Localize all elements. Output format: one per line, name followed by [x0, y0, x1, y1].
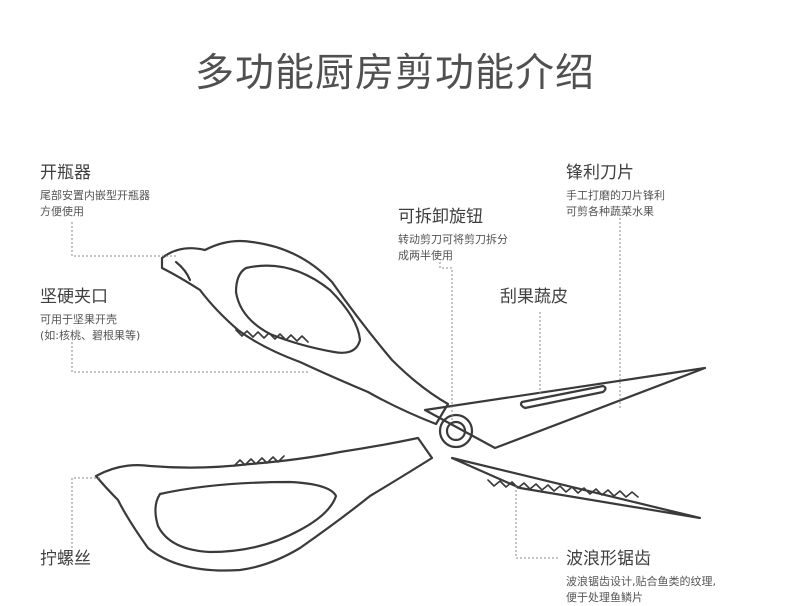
feature-desc-line: 便于处理鱼鳞片: [566, 591, 643, 604]
pivot-knob-inner: [445, 420, 467, 442]
leader-screw: [71, 477, 100, 552]
feature-title: 坚硬夹口: [40, 287, 108, 307]
feature-sharp-blade: 锋利刀片 手工打磨的刀片锋利 可剪各种蔬菜水果: [566, 162, 665, 220]
lower-clamp-teeth: [233, 455, 285, 467]
feature-knob: 可拆卸旋钮 转动剪刀可将剪刀拆分 成两半使用: [398, 206, 508, 264]
leader-serrated: [515, 486, 560, 559]
serrated-teeth: [487, 479, 639, 498]
feature-desc-line: 手工打磨的刀片锋利: [566, 189, 665, 202]
feature-peeler: 刮果蔬皮: [500, 286, 568, 308]
leader-knob: [439, 262, 453, 420]
feature-desc-line: 波浪锯齿设计,贴合鱼类的纹理,: [566, 575, 716, 588]
pivot-knob-outer: [438, 413, 474, 449]
feature-desc-line: 转动剪刀可将剪刀拆分: [398, 233, 508, 246]
upper-handle-grip: [234, 264, 362, 354]
lower-handle-grip: [154, 480, 338, 554]
lower-blade: [450, 456, 702, 520]
feature-title: 拧螺丝: [40, 549, 91, 569]
feature-title: 开瓶器: [40, 163, 91, 183]
feature-screw: 拧螺丝: [40, 548, 91, 570]
feature-desc-line: 可剪各种蔬菜水果: [566, 205, 654, 218]
feature-bottle-opener: 开瓶器 尾部安置内嵌型开瓶器 方便使用: [40, 162, 150, 220]
feature-serrated: 波浪形锯齿 波浪锯齿设计,贴合鱼类的纹理, 便于处理鱼鳞片: [566, 548, 716, 606]
feature-desc-line: 尾部安置内嵌型开瓶器: [40, 189, 150, 202]
feature-title: 刮果蔬皮: [500, 287, 568, 307]
feature-desc-line: (如:核桃、碧根果等): [40, 329, 141, 342]
page-title: 多功能厨房剪功能介绍: [194, 51, 595, 96]
leader-nut-clamp: [71, 342, 310, 373]
feature-desc-line: 成两半使用: [398, 249, 453, 262]
feature-nut-clamp: 坚硬夹口 可用于坚果开壳 (如:核桃、碧根果等): [40, 286, 140, 344]
peeler-slot: [519, 384, 607, 410]
upper-handle: [160, 239, 450, 426]
feature-desc-line: 可用于坚果开壳: [40, 313, 117, 326]
lower-handle: [94, 436, 434, 572]
bottle-opener-notch: [174, 260, 192, 282]
feature-title: 可拆卸旋钮: [398, 207, 483, 227]
leader-bottle-opener: [71, 222, 178, 257]
feature-title: 锋利刀片: [566, 163, 634, 183]
nut-clamp-teeth: [235, 329, 309, 343]
upper-blade: [423, 366, 707, 450]
feature-title: 波浪形锯齿: [566, 549, 651, 569]
feature-desc-line: 方便使用: [40, 205, 84, 218]
